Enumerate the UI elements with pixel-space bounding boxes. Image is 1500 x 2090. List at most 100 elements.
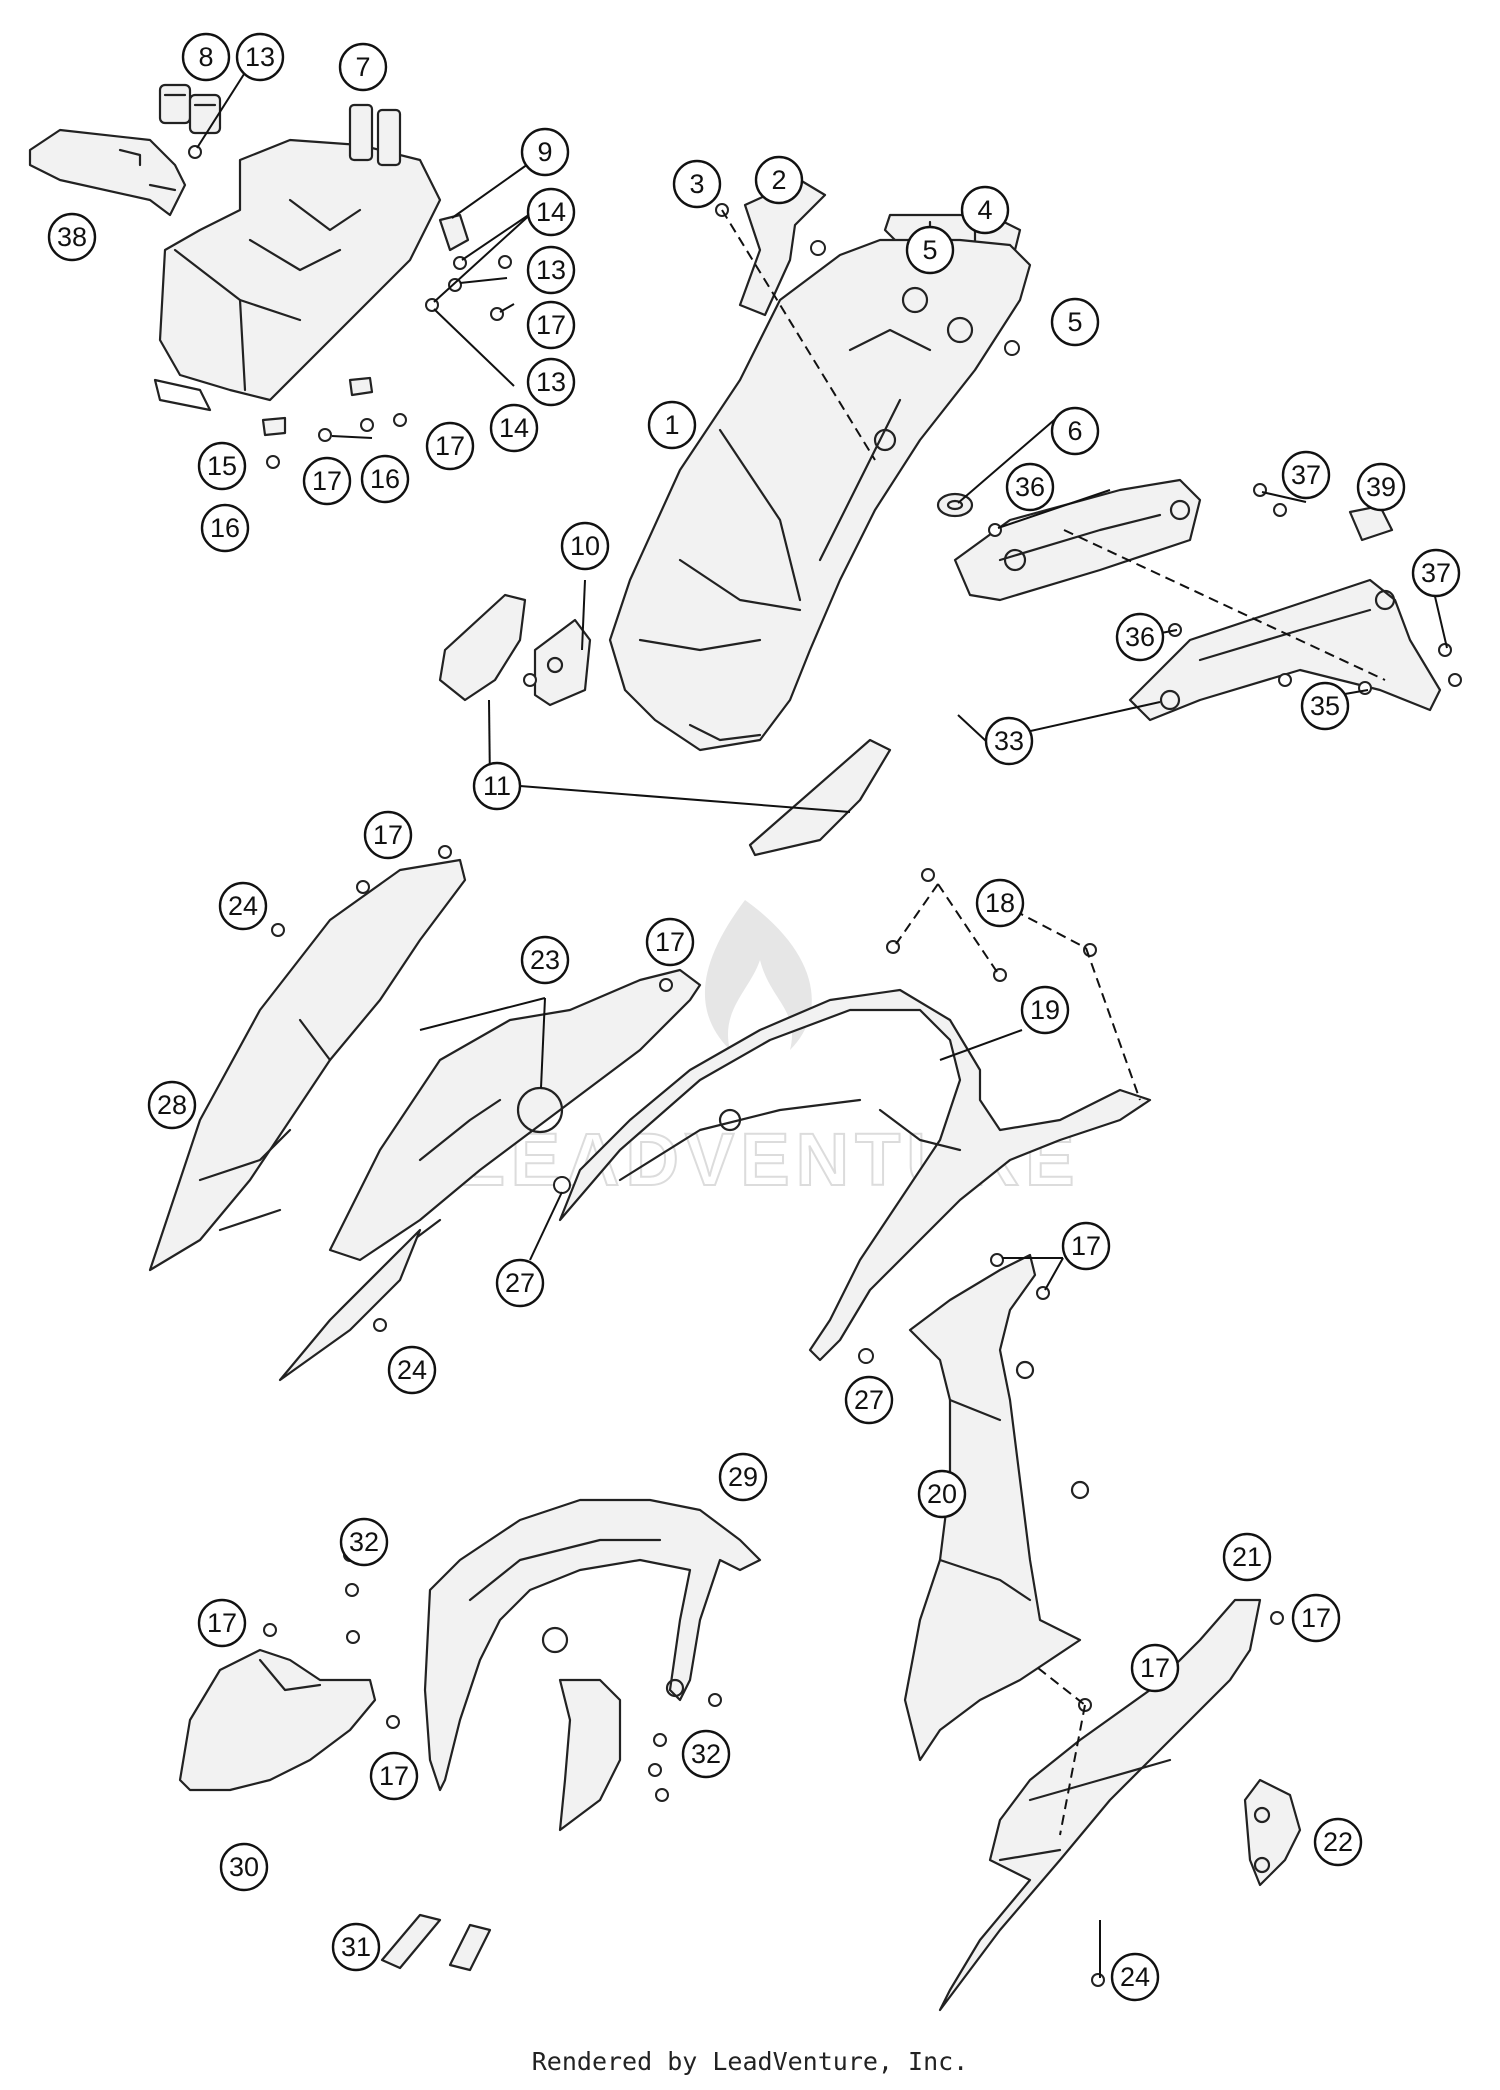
screw-36a: [988, 523, 1002, 537]
screw-5b: [1004, 340, 1020, 356]
callout-24: 24: [218, 881, 268, 931]
callout-29: 29: [718, 1452, 768, 1502]
callout-32: 32: [681, 1729, 731, 1779]
callout-36: 36: [1115, 612, 1165, 662]
screw-37a: [1253, 483, 1267, 497]
callout-17: 17: [1130, 1643, 1180, 1693]
screw-5a: [810, 240, 826, 256]
svg-text:17: 17: [379, 1761, 409, 1791]
svg-text:19: 19: [1030, 995, 1060, 1025]
callout-14: 14: [489, 403, 539, 453]
svg-text:32: 32: [349, 1527, 379, 1557]
callout-17: 17: [363, 810, 413, 860]
callout-22: 22: [1313, 1817, 1363, 1867]
screw-32e: [653, 1733, 667, 1747]
part-10-bracket: [533, 618, 592, 707]
part-7-electronics-tray: [153, 103, 442, 412]
screw-37c: [1438, 643, 1452, 657]
svg-text:17: 17: [655, 927, 685, 957]
callout-35: 35: [1300, 681, 1350, 731]
callout-13: 13: [235, 32, 285, 82]
svg-text:35: 35: [1310, 691, 1340, 721]
callout-15: 15: [197, 441, 247, 491]
svg-text:5: 5: [922, 235, 937, 265]
callout-6: 6: [1050, 406, 1100, 456]
svg-text:39: 39: [1366, 472, 1396, 502]
callout-19: 19: [1020, 985, 1070, 1035]
svg-text:17: 17: [1071, 1231, 1101, 1261]
screw-17g: [990, 1253, 1004, 1267]
screw-17h: [1036, 1286, 1050, 1300]
callout-3: 3: [672, 159, 722, 209]
svg-text:16: 16: [370, 464, 400, 494]
screw-17e: [438, 845, 452, 859]
callout-17: 17: [302, 456, 352, 506]
svg-text:30: 30: [229, 1852, 259, 1882]
svg-text:8: 8: [198, 42, 213, 72]
callout-1: 1: [647, 400, 697, 450]
screw-17f: [659, 978, 673, 992]
screw-17i: [263, 1623, 277, 1637]
callout-17: 17: [1291, 1593, 1341, 1643]
callout-11: 11: [472, 761, 522, 811]
svg-text:4: 4: [977, 195, 992, 225]
callout-17: 17: [197, 1598, 247, 1648]
callout-16: 16: [360, 454, 410, 504]
svg-text:29: 29: [728, 1462, 758, 1492]
callout-32: 32: [339, 1517, 389, 1567]
callout-5: 5: [1050, 297, 1100, 347]
svg-text:27: 27: [854, 1385, 884, 1415]
svg-text:9: 9: [537, 137, 552, 167]
svg-text:36: 36: [1015, 472, 1045, 502]
screw-32g: [655, 1788, 669, 1802]
callout-13: 13: [526, 357, 576, 407]
callout-8: 8: [181, 32, 231, 82]
svg-text:17: 17: [536, 310, 566, 340]
svg-text:17: 17: [435, 431, 465, 461]
part-39-block: [1348, 504, 1394, 542]
svg-text:37: 37: [1421, 558, 1451, 588]
callout-2: 2: [754, 155, 804, 205]
screw-17a: [448, 278, 462, 292]
part-19-tail-fairing: [558, 988, 1152, 1362]
svg-text:20: 20: [927, 1479, 957, 1509]
screw-32f: [648, 1763, 662, 1777]
svg-text:36: 36: [1125, 622, 1155, 652]
callout-10: 10: [560, 521, 610, 571]
svg-text:1: 1: [664, 410, 679, 440]
part-31-decal-strips: [380, 1913, 492, 1972]
svg-text:2: 2: [771, 165, 786, 195]
svg-text:38: 38: [57, 222, 87, 252]
part-1-rear-frame: [608, 238, 1032, 752]
svg-text:37: 37: [1291, 460, 1321, 490]
svg-text:13: 13: [536, 255, 566, 285]
part-38-bracket-plate: [28, 128, 187, 217]
callout-5: 5: [905, 225, 955, 275]
svg-text:17: 17: [312, 466, 342, 496]
screw-35a: [1278, 673, 1292, 687]
part-15b-clip: [348, 376, 374, 397]
part-2-small-cover: [738, 178, 827, 317]
svg-text:28: 28: [157, 1090, 187, 1120]
svg-text:24: 24: [228, 891, 258, 921]
callout-38: 38: [47, 212, 97, 262]
callout-9: 9: [520, 127, 570, 177]
screw-13a: [188, 145, 202, 159]
screw-24b: [373, 1318, 387, 1332]
screw-17d: [356, 880, 370, 894]
svg-text:6: 6: [1067, 416, 1082, 446]
part-20-front-side-fairing: [903, 1253, 1090, 1762]
callout-24: 24: [1110, 1952, 1160, 2002]
svg-text:17: 17: [1301, 1603, 1331, 1633]
part-22-small-trim: [1243, 1778, 1302, 1887]
callout-18: 18: [975, 878, 1025, 928]
part-30-front-mudguard: [178, 1648, 377, 1792]
svg-text:17: 17: [373, 820, 403, 850]
screw-37d: [1448, 673, 1462, 687]
svg-text:31: 31: [341, 1932, 371, 1962]
part-6-grommet: [936, 492, 974, 518]
screw-17b: [393, 413, 407, 427]
screw-37b: [1273, 503, 1287, 517]
callout-4: 4: [960, 185, 1010, 235]
